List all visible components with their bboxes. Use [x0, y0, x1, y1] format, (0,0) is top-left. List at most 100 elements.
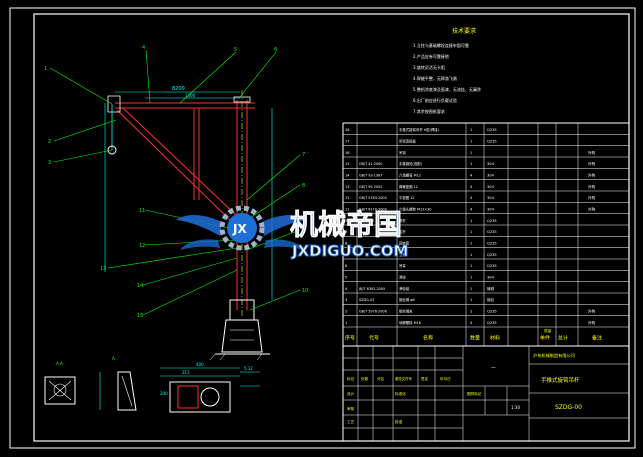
bom-cell-name: 平垫圈 12	[399, 195, 415, 200]
bom-cell-no: 15	[345, 162, 350, 166]
bom-cell-name: 撑杆	[399, 218, 406, 223]
tb-qty-label: 图样标记	[467, 391, 482, 396]
bom-header-7: 备注	[592, 334, 602, 341]
bom-cell-material: Q235	[487, 139, 497, 143]
bom-cell-qty: 4	[470, 207, 473, 211]
balloon-10: 10	[302, 288, 308, 294]
bom-cell-material: Q235	[487, 264, 497, 268]
bom-header-0: 序号	[345, 334, 355, 341]
bom-cell-no: 17	[345, 139, 350, 143]
bom-cell-name: 吊钩	[399, 150, 406, 155]
bom-cell-name: 立柱	[399, 252, 406, 257]
rev-col-4: 更改文件号	[395, 376, 413, 381]
dim-base-c: 400	[196, 362, 204, 367]
bom-cell-material: 304	[487, 185, 495, 189]
bom-cell-code: GB/T 93-1987	[359, 173, 382, 177]
bom-cell-no: 1	[345, 321, 347, 325]
tech-line-1: 1.立柱与基础螺栓连接牢固可靠	[413, 42, 469, 48]
dim-base-d: 5.12	[244, 366, 253, 371]
bom-header-weight: 质量	[544, 328, 552, 333]
bom-cell-qty: 1	[470, 139, 472, 143]
bom-cell-material: Q235	[487, 230, 497, 234]
tech-requirements: 技术要求 1.立柱与基础螺栓连接牢固可靠 2.产品应有可靠接地 3.旋转灵活无卡…	[413, 27, 481, 114]
bom-cell-qty: 1	[470, 287, 472, 291]
bom-cell-no: 14	[345, 173, 350, 177]
bom-cell-no: 8	[345, 241, 348, 245]
tech-line-6: 6.出厂前应进行负载试验	[413, 97, 457, 103]
tb-company: 沪东机械制造有限公司	[533, 352, 575, 359]
bom-cell-qty: 4	[470, 196, 473, 200]
tb-drawing-name: 手推式旋臂吊杆	[541, 376, 580, 384]
bom-cell-no: 16	[345, 151, 350, 155]
bom-cell-no: 10	[345, 219, 350, 223]
bom-cell-name: 回转套	[399, 240, 410, 245]
bom-cell-qty: 4	[470, 185, 473, 189]
bom-cell-name: 吊臂连接板	[399, 138, 417, 143]
bom-cell-code: GB/T 6170-2000	[359, 207, 387, 211]
bom-cell-note: 外购	[588, 172, 596, 177]
detail-views: A-A A 315 400 200 5.12	[44, 356, 260, 413]
bom-cell-note: 外购	[588, 195, 596, 200]
bom-header-6: 总计	[558, 334, 568, 341]
bom-cell-material: 304	[487, 162, 495, 166]
bom-cell-name: 手推式旋臂吊杆 A型(焊接)	[399, 127, 440, 132]
tech-line-5: 5.整机涂底漆及面漆，无流挂、无漏涂	[413, 86, 481, 92]
tech-line-4: 4.焊缝平整，无焊渣飞溅	[413, 75, 457, 81]
tech-line-7: 7.其余按图纸要求	[413, 108, 445, 114]
watermark-cn: 机械帝国	[290, 208, 402, 241]
tech-line-3: 3.旋转灵活无卡阻	[413, 64, 445, 70]
balloon-2: 2	[48, 139, 51, 145]
bom-cell-material: Q235	[487, 241, 497, 245]
bom-cell-no: 9	[345, 230, 348, 234]
view-a-label: A	[112, 356, 115, 361]
bom-cell-qty: 1	[470, 253, 472, 257]
bom-cell-no: 12	[345, 196, 350, 200]
tech-line-2: 2.产品应有可靠接地	[413, 53, 449, 59]
bom-cell-qty: 4	[470, 173, 473, 177]
rev-col-5: 签名	[421, 376, 429, 381]
bom-cell-qty: 1	[470, 230, 472, 234]
balloon-1: 1	[44, 66, 47, 72]
outer-frame	[9, 7, 636, 449]
bom-cell-qty: 1	[470, 275, 472, 279]
sign-approve: 批准	[395, 419, 403, 424]
bom-cell-name: 拉杆	[399, 229, 406, 234]
tb-scale: 1:30	[511, 405, 520, 410]
rev-col-3: 分区	[377, 376, 385, 381]
bom-cell-name: 钢丝绳 φ6	[399, 297, 415, 302]
bom-cell-name: 吊臂	[399, 263, 406, 268]
balloon-14: 14	[137, 283, 143, 289]
bom-cell-no: 3	[345, 298, 347, 302]
bom-cell-no: 7	[345, 253, 347, 257]
title-block: 标记 处数 分区 更改文件号 签名 年月日 设计 标准化 审核 工艺 批准 — …	[342, 345, 630, 442]
bom-cell-note: 外购	[588, 150, 596, 155]
bom-cell-code: GB/T 95-2002	[359, 185, 382, 189]
sign-review: 审核	[347, 406, 355, 411]
bom-cell-code: GB/T 5783-2000	[359, 196, 387, 200]
dim-boom-inner: 1400	[185, 93, 196, 98]
sign-design: 设计	[347, 391, 355, 396]
bom-cell-name: 钢丝绳夹	[399, 308, 413, 313]
bom-cell-note: 外购	[588, 308, 596, 313]
bom-cell-name: 地脚螺栓 M16	[399, 320, 421, 325]
bom-cell-material: Q235	[487, 219, 497, 223]
gear-icon	[219, 205, 265, 251]
bom-cell-no: 18	[345, 128, 350, 132]
bom-cell-no: 11	[345, 207, 350, 211]
balloon-12: 12	[139, 243, 145, 249]
dim-base-a: 315	[182, 370, 190, 375]
bom-cell-qty: 1	[470, 298, 472, 302]
bom-cell-code: GB/T 5976-2006	[359, 309, 387, 313]
bom-cell-note: 外购	[588, 320, 596, 325]
bom-cell-note: 外购	[588, 161, 596, 166]
balloon-6: 6	[274, 47, 277, 53]
bom-header-2: 名称	[423, 334, 433, 341]
bom-cell-name: 手推链轮(选配)	[399, 161, 423, 166]
bom-cell-no: 13	[345, 185, 350, 189]
rev-col-2: 处数	[361, 376, 369, 381]
bom-cell-name: 滑轮	[399, 274, 406, 279]
bom-cell-material: Q235	[487, 309, 497, 313]
tb-dash: —	[491, 365, 496, 371]
bom-cell-note: 外购	[588, 184, 596, 189]
